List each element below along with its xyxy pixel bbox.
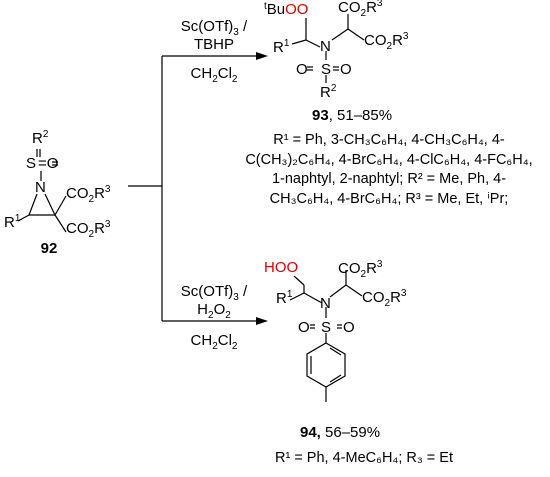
compound-93-conditions-line: 1-naphtyl, 2-naphtyl; R² = Me, Ph, 4- [271, 171, 507, 187]
svg-text:CO2R3: CO2R3 [364, 31, 409, 52]
compound-93-conditions: R¹ = Ph, 3-CH₃C₆H₄, 4-CH₃C₆H₄, 4- C(CH₃)… [234, 131, 544, 209]
svg-text:N: N [35, 179, 46, 196]
svg-text:S: S [26, 155, 36, 172]
compound-92-structure: R2 S =O N R1 CO2R3 CO2R3 [4, 129, 111, 240]
svg-text:HOO: HOO [264, 259, 298, 276]
svg-text:S: S [321, 61, 331, 78]
svg-text:CO2R3: CO2R3 [338, 0, 383, 19]
svg-text:N: N [320, 38, 331, 55]
svg-text:O: O [298, 319, 310, 336]
bottom-reagent-label: Sc(OTf)3 / [181, 283, 248, 303]
svg-text:tBuOO: tBuOO [264, 1, 308, 18]
compound-93-label: 93 [312, 107, 329, 124]
svg-text:CO2R3: CO2R3 [66, 219, 111, 240]
svg-text:R2: R2 [32, 129, 49, 147]
svg-text:CO2R3: CO2R3 [338, 259, 383, 280]
compound-92-label: 92 [41, 240, 58, 257]
svg-text:O: O [296, 61, 308, 78]
svg-text:CO2R3: CO2R3 [66, 184, 111, 205]
svg-text:R1: R1 [276, 289, 293, 307]
arrow-head-top [256, 52, 268, 60]
compound-93-conditions-line: R¹ = Ph, 3-CH₃C₆H₄, 4-CH₃C₆H₄, 4- [273, 132, 505, 148]
svg-text:O: O [343, 319, 355, 336]
bottom-reagent2-label: H2O2 [197, 301, 231, 321]
svg-text:R1: R1 [4, 213, 21, 231]
compound-93-conditions-line: C(CH₃)₂C₆H₄, 4-BrC₆H₄, 4-ClC₆H₄, 4-FC₆H₄… [245, 151, 533, 168]
compound-94-yield: 56–59% [321, 424, 380, 441]
svg-text:=O: =O [38, 155, 58, 172]
top-solvent-label: CH2Cl2 [191, 65, 238, 85]
top-reagent2-label: TBHP [194, 36, 234, 53]
compound-94-conditions: R¹ = Ph, 4-MeC₆H₄; R₃ = Et [274, 450, 454, 466]
compound-94-structure: HOO R1 N CO2R3 CO2R3 O S O [264, 259, 407, 402]
bottom-solvent-label: CH2Cl2 [191, 332, 238, 352]
compound-93-structure: tBuOO R1 N CO2R3 CO2R3 O S O R2 [264, 0, 409, 101]
svg-text:R1: R1 [273, 38, 290, 56]
compound-93-conditions-line: CH₃C₆H₄, 4-BrC₆H₄; R³ = Me, Et, ⁱPr; [269, 190, 509, 207]
svg-text:N: N [320, 295, 331, 312]
top-reagent-label: Sc(OTf)3 / [181, 18, 248, 38]
svg-text:R2: R2 [320, 83, 337, 101]
compound-93-label-line: 93, 51–85% [312, 107, 392, 124]
compound-94-label: 94, [300, 424, 321, 441]
arrow-head-bottom [256, 317, 268, 325]
svg-text:CO2R3: CO2R3 [362, 288, 407, 309]
svg-text:O: O [340, 61, 352, 78]
compound-93-yield: , 51–85% [329, 107, 392, 124]
compound-94-label-line: 94, 56–59% [300, 424, 380, 441]
svg-text:S: S [321, 319, 331, 336]
